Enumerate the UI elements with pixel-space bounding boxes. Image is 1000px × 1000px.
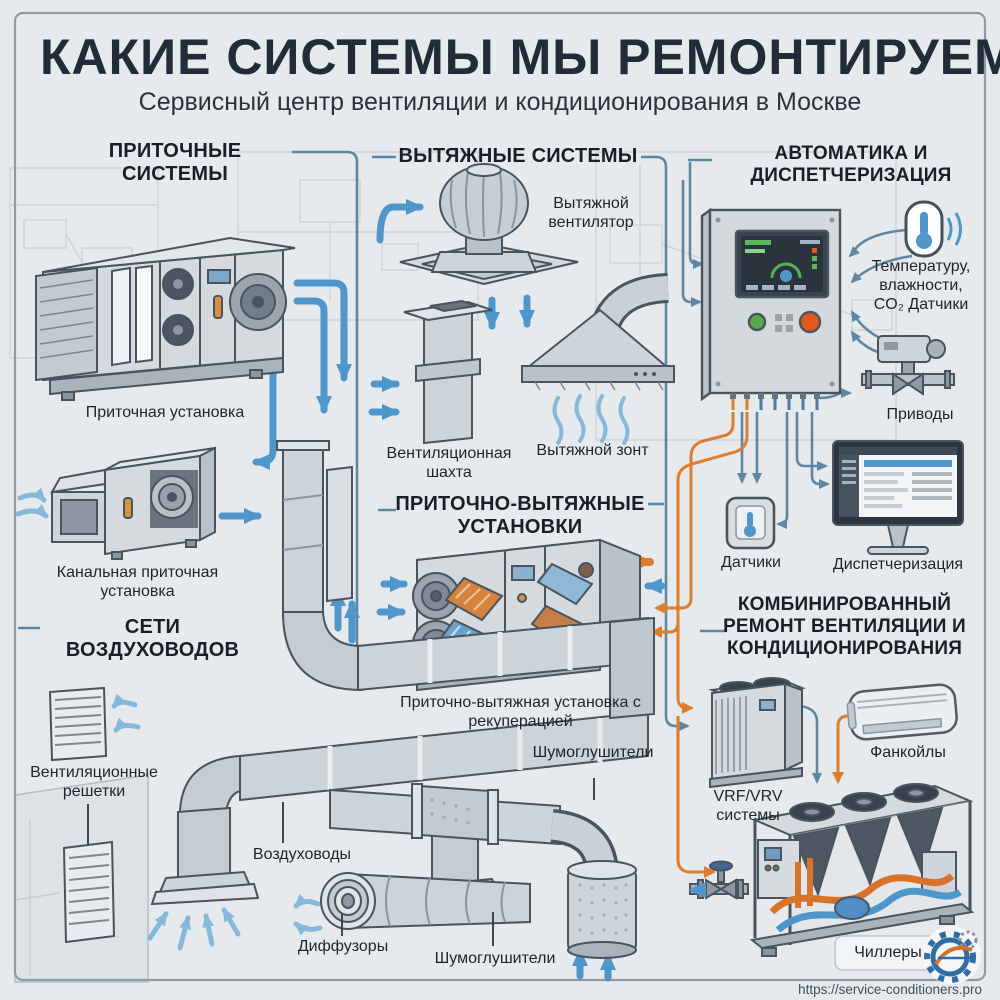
control-panel-illustration [700,207,842,410]
label-sensor-types: Температуру, влажности, CO₂ Датчики [871,258,971,313]
label-silencers-bottom: Шумоглушители [434,950,556,967]
supply-unit-illustration [35,236,296,401]
grille-illustrations [48,686,116,944]
label-vrf-systems: VRF/VRV системы [713,788,783,824]
label-recovery-unit: Приточно-вытяжная установка с рекупераци… [400,694,641,730]
round-silencer-diffuser-illustration [320,872,531,930]
label-silencers-top: Шумоглушители [532,744,654,761]
vrf-unit-illustration [708,677,806,789]
duct-network-illustration [150,440,655,914]
section-header-exhaust: ВЫТЯЖНЫЕ СИСТЕМЫ [398,145,638,167]
label-sensors: Датчики [721,554,781,571]
chiller-illustration [749,783,975,957]
hanging-silencer-illustration [329,783,637,959]
label-exhaust-hood: Вытяжной зонт [536,442,649,459]
page-title: КАКИЕ СИСТЕМЫ МЫ РЕМОНТИРУЕМ [40,29,1000,85]
label-air-ducts: Воздуховоды [252,846,352,863]
label-grilles: Вентиляционные решетки [30,764,158,800]
roof-turbine-fan-illustration [399,163,579,286]
label-vent-shaft: Вентиляционная шахта [386,445,512,481]
section-header-automation: АВТОМАТИКА И ДИСПЕТЧЕРИЗАЦИЯ [750,143,952,187]
label-duct-supply-unit: Канальная приточная установка [56,564,219,600]
label-diffusers: Диффузоры [297,938,389,955]
thermometer-sensor-icon [904,200,962,258]
actuator-valve-illustration [861,335,955,396]
frame-border [13,11,987,982]
section-header-ducts: СЕТИ ВОЗДУХОВОДОВ [65,616,240,662]
pipe-valve-illustration [689,860,749,900]
label-supply-unit: Приточная установка [85,404,245,421]
connector-lines-orange [650,412,849,878]
label-chillers: Чиллеры [854,944,922,961]
label-dispatching: Диспетчеризация [832,556,964,573]
room-sensor-icon [725,496,776,550]
site-url-link[interactable]: https://service-conditioners.pro [798,982,982,997]
site-logo-icon [923,926,981,984]
dispatching-monitor-illustration [832,440,964,555]
vent-shaft-illustration [403,299,493,445]
exhaust-hood-illustration [521,273,675,391]
section-header-recovery: ПРИТОЧНО-ВЫТЯЖНЫЕ УСТАНОВКИ [395,493,645,539]
label-fancoils: Фанкойлы [870,744,946,761]
duct-supply-unit-illustration [50,446,216,560]
section-header-combined: КОМБИНИРОВАННЫЙ РЕМОНТ ВЕНТИЛЯЦИИ И КОНД… [723,594,966,660]
section-header-supply: ПРИТОЧНЫЕ СИСТЕМЫ [108,140,242,186]
label-pointer-lines [87,778,595,946]
page-subtitle: Сервисный центр вентиляции и кондиционир… [138,88,862,116]
label-actuators: Приводы [886,406,954,423]
fancoil-illustration [846,683,958,741]
label-roof-fan: Вытяжной вентилятор [548,195,634,231]
